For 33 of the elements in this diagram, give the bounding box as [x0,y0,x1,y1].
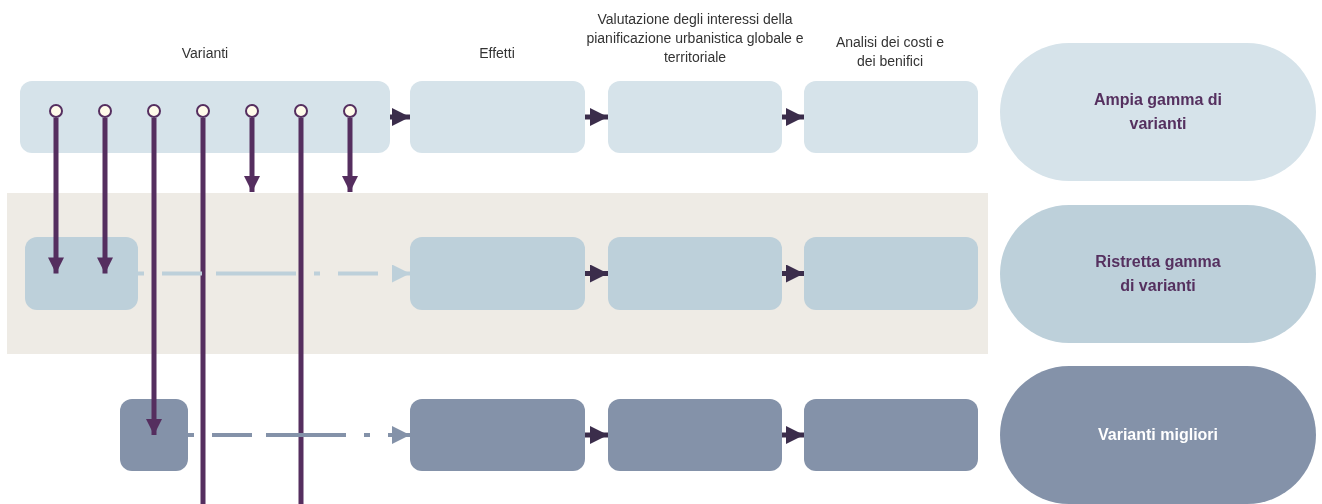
process-box [608,237,782,310]
arrow [146,118,162,435]
arrow [390,108,410,126]
arrow [138,264,410,283]
process-box [410,399,585,471]
process-box [804,237,978,310]
process-box [120,399,188,471]
arrow [48,118,64,274]
process-box [410,237,585,310]
column-heading: Valutazione degli interessi della pianificazione urbanistica globale e territoriale [586,10,804,67]
process-box [410,81,585,153]
process-box [608,81,782,153]
arrow [782,264,804,283]
arrow [782,108,804,126]
arrow [585,426,608,444]
process-box [804,399,978,471]
stage-label: Varianti migliori [1097,425,1219,445]
column-heading: Analisi dei costi e dei benifici [834,33,946,71]
column-heading: Effetti [478,44,516,63]
arrow [585,264,608,283]
stage-label: Ampia gamma di varianti [1093,90,1223,134]
arrow [585,108,608,126]
stage-label: Ristretta gamma di varianti [1094,252,1222,296]
arrow [97,118,113,274]
arrow [342,118,358,192]
column-heading: Varianti [180,44,230,63]
process-box [20,81,390,153]
process-box [608,399,782,471]
arrow [188,426,410,444]
arrow [782,426,804,444]
arrow [244,118,260,192]
process-box [804,81,978,153]
process-box [25,237,138,310]
